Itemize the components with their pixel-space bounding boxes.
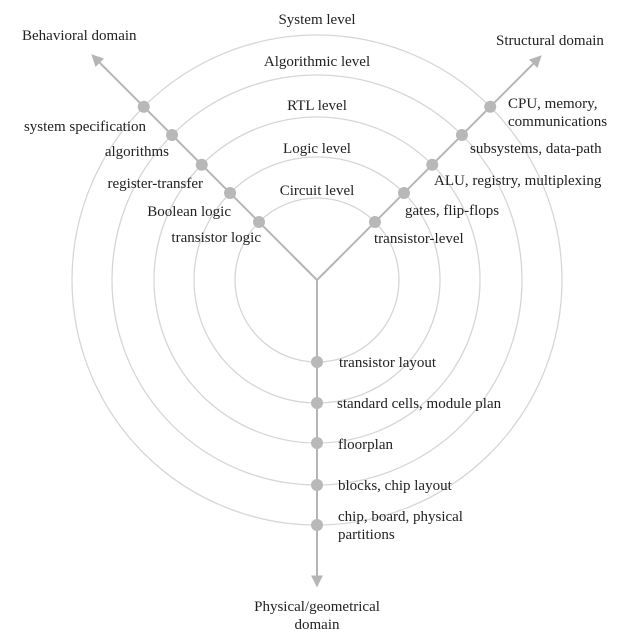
structural-dot-level-4 bbox=[455, 129, 468, 142]
structural-item-transistor-level: transistor-level bbox=[374, 231, 464, 247]
physical-item-floorplan: floorplan bbox=[338, 437, 393, 453]
structural-item-cpu-memory-line2: communications bbox=[508, 114, 608, 130]
behavioral-item-transistor-logic: transistor logic bbox=[171, 230, 261, 246]
physical-item-standard-cells: standard cells, module plan bbox=[337, 396, 502, 412]
level-label-system: System level bbox=[278, 12, 356, 28]
level-label-circuit: Circuit level bbox=[279, 183, 355, 199]
behavioral-item-algorithms: algorithms bbox=[104, 144, 169, 160]
structural-domain-label: Structural domain bbox=[496, 33, 604, 49]
physical-item-blocks: blocks, chip layout bbox=[338, 478, 452, 494]
structural-item-alu: ALU, registry, multiplexing bbox=[434, 173, 602, 189]
structural-dot-level-3 bbox=[426, 158, 439, 171]
structural-item-cpu-memory-line1: CPU, memory, bbox=[508, 96, 598, 112]
behavioral-dot-level-3 bbox=[195, 158, 208, 171]
structural-item-gates: gates, flip-flops bbox=[405, 203, 500, 219]
physical-item-chip-board: chip, board, physical partitions bbox=[338, 508, 463, 544]
behavioral-dot-level-4 bbox=[166, 129, 179, 142]
structural-dot-level-2 bbox=[397, 187, 410, 200]
structural-dot-level-5 bbox=[484, 100, 497, 113]
behavioral-dot-level-5 bbox=[137, 100, 150, 113]
behavioral-item-register-transfer: register-transfer bbox=[107, 176, 203, 192]
behavioral-item-system-specification: system specification bbox=[23, 119, 146, 135]
structural-item-subsystems: subsystems, data-path bbox=[470, 141, 602, 157]
physical-domain-label-line2: domain bbox=[294, 617, 340, 633]
behavioral-dot-level-2 bbox=[224, 187, 237, 200]
physical-dot-level-2 bbox=[311, 397, 323, 409]
physical-dot-level-3 bbox=[311, 437, 323, 449]
level-label-algorithmic: Algorithmic level bbox=[263, 54, 371, 70]
physical-dot-level-4 bbox=[311, 479, 323, 491]
structural-item-cpu-memory: CPU, memory, communications bbox=[508, 95, 607, 131]
physical-item-transistor-layout: transistor layout bbox=[339, 355, 437, 371]
level-label-logic: Logic level bbox=[283, 141, 351, 157]
physical-dot-level-1 bbox=[311, 356, 323, 368]
level-label-rtl: RTL level bbox=[287, 98, 347, 114]
physical-dot-level-5 bbox=[311, 519, 323, 531]
physical-item-chip-board-line1: chip, board, physical bbox=[338, 509, 463, 525]
behavioral-domain-label: Behavioral domain bbox=[22, 28, 137, 44]
behavioral-item-boolean-logic: Boolean logic bbox=[147, 204, 231, 220]
physical-domain-label-line1: Physical/geometrical bbox=[254, 599, 380, 615]
physical-domain-label: Physical/geometrical domain bbox=[254, 598, 380, 634]
physical-item-chip-board-line2: partitions bbox=[338, 527, 395, 543]
behavioral-dot-level-1 bbox=[253, 216, 266, 229]
structural-dot-level-1 bbox=[368, 216, 381, 229]
